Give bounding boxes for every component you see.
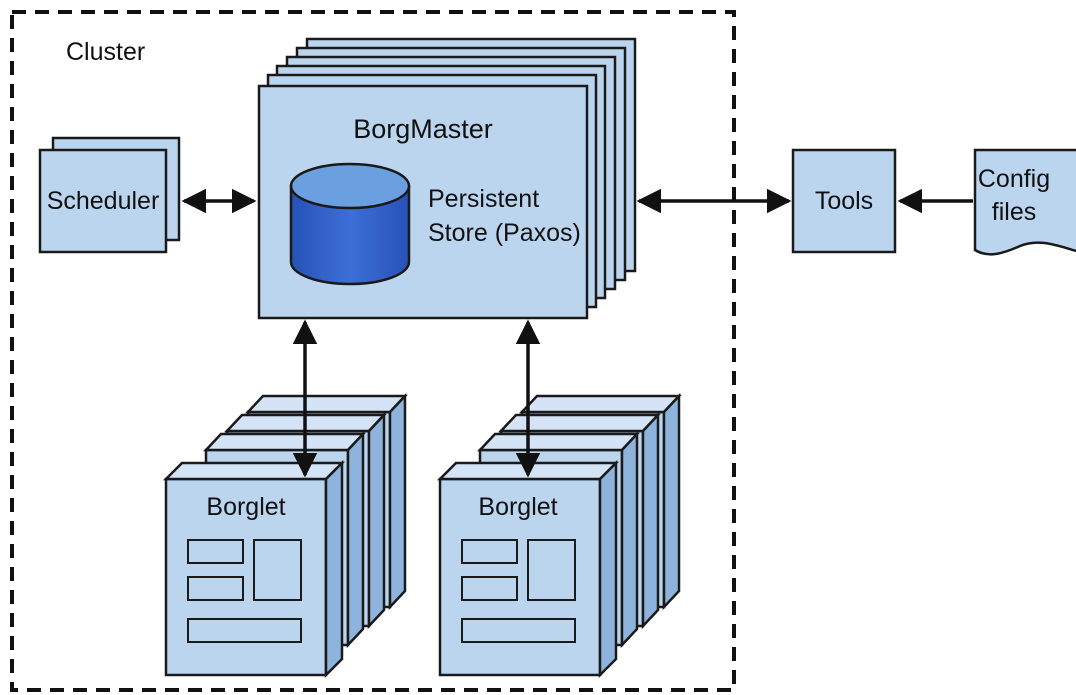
borglet-front: Borglet — [436, 459, 620, 679]
borglet-stack-right: Borglet — [436, 392, 682, 679]
tools-node: Tools — [791, 148, 897, 254]
cluster-label: Cluster — [66, 38, 145, 66]
borglet-tasks-icon — [461, 539, 576, 643]
borglet-right-label: Borglet — [478, 493, 557, 521]
store-label-line2: Store (Paxos) — [428, 219, 581, 247]
borglet-stack-left: Borglet — [162, 392, 408, 679]
config-files-node: Config files — [973, 148, 1076, 256]
scheduler-node: Scheduler — [38, 136, 181, 254]
borglet-left-label: Borglet — [206, 493, 285, 521]
config-label-line2: files — [992, 198, 1036, 226]
borgmaster-label: BorgMaster — [353, 114, 493, 144]
database-cylinder-icon — [289, 162, 411, 286]
document-icon — [973, 148, 1076, 256]
borglet-front: Borglet — [162, 459, 346, 679]
borgmaster-stack: BorgMaster Persistent Store (Paxos) — [257, 37, 637, 320]
tools-label: Tools — [815, 187, 873, 215]
store-label-line1: Persistent — [428, 185, 539, 213]
config-label-line1: Config — [978, 165, 1050, 193]
cluster-boundary: Cluster — [10, 10, 736, 692]
scheduler-label: Scheduler — [47, 187, 160, 215]
connectors — [181, 188, 973, 478]
borglet-tasks-icon — [187, 539, 302, 643]
